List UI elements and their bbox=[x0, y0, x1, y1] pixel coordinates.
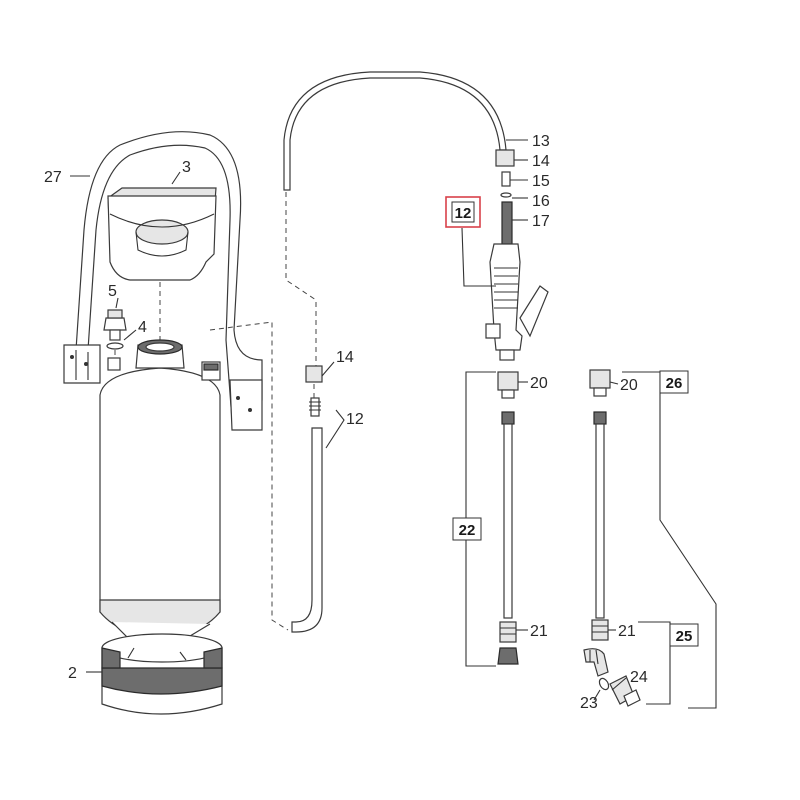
callout-23: 23 bbox=[580, 695, 598, 712]
callout-25-box: 25 bbox=[669, 623, 699, 647]
callout-27: 27 bbox=[44, 169, 62, 186]
part-15-fitting bbox=[501, 171, 511, 187]
part-12-hose-left bbox=[291, 427, 323, 633]
callout-20-right: 20 bbox=[620, 377, 638, 394]
part-23-o-ring bbox=[598, 677, 610, 691]
callout-12-highlighted: 12 bbox=[445, 196, 481, 228]
callout-12-left: 12 bbox=[346, 411, 364, 428]
svg-text:26: 26 bbox=[666, 375, 683, 392]
callout-21-right: 21 bbox=[618, 623, 636, 640]
tank bbox=[99, 339, 221, 641]
callout-2: 2 bbox=[68, 665, 77, 682]
part-3-funnel bbox=[107, 187, 217, 340]
callout-26-box: 26 bbox=[659, 370, 689, 394]
part-5-valve bbox=[103, 309, 127, 341]
callout-20-wand: 20 bbox=[530, 375, 548, 392]
callout-13: 13 bbox=[532, 133, 550, 150]
part-17-filter bbox=[501, 201, 513, 245]
part-20-nut-wand bbox=[497, 371, 519, 399]
part-12-trigger-handle bbox=[485, 243, 549, 361]
part-22-wand bbox=[501, 411, 515, 619]
callout-24: 24 bbox=[630, 669, 648, 686]
part-24-nozzle-tip bbox=[609, 675, 641, 707]
callout-4: 4 bbox=[138, 319, 147, 336]
part-21-nozzle-wand bbox=[497, 621, 519, 665]
callout-5: 5 bbox=[108, 283, 117, 300]
part-26-wand bbox=[593, 411, 607, 619]
part-12-fitting-left bbox=[309, 397, 321, 417]
svg-text:25: 25 bbox=[676, 628, 693, 645]
callout-16: 16 bbox=[532, 193, 550, 210]
callout-14-left: 14 bbox=[336, 349, 354, 366]
part-20-nut-right bbox=[589, 369, 611, 397]
part-21-nozzle-right bbox=[591, 619, 609, 641]
callout-22-box: 22 bbox=[452, 517, 482, 541]
callout-17: 17 bbox=[532, 213, 550, 230]
leader-lines bbox=[70, 139, 717, 709]
part-27-carry-handle bbox=[63, 131, 263, 431]
part-25-elbow bbox=[583, 648, 609, 677]
callout-3: 3 bbox=[182, 159, 191, 176]
part-14-nut-left bbox=[305, 365, 323, 383]
svg-text:22: 22 bbox=[459, 522, 476, 539]
part-14-nut-top bbox=[495, 149, 515, 167]
svg-text:12: 12 bbox=[455, 205, 472, 222]
callout-14-top: 14 bbox=[532, 153, 550, 170]
part-4-o-ring bbox=[106, 342, 124, 350]
callout-21-wand: 21 bbox=[530, 623, 548, 640]
part-2-base bbox=[101, 633, 223, 715]
callout-15: 15 bbox=[532, 173, 550, 190]
part-16-o-ring bbox=[500, 192, 512, 198]
